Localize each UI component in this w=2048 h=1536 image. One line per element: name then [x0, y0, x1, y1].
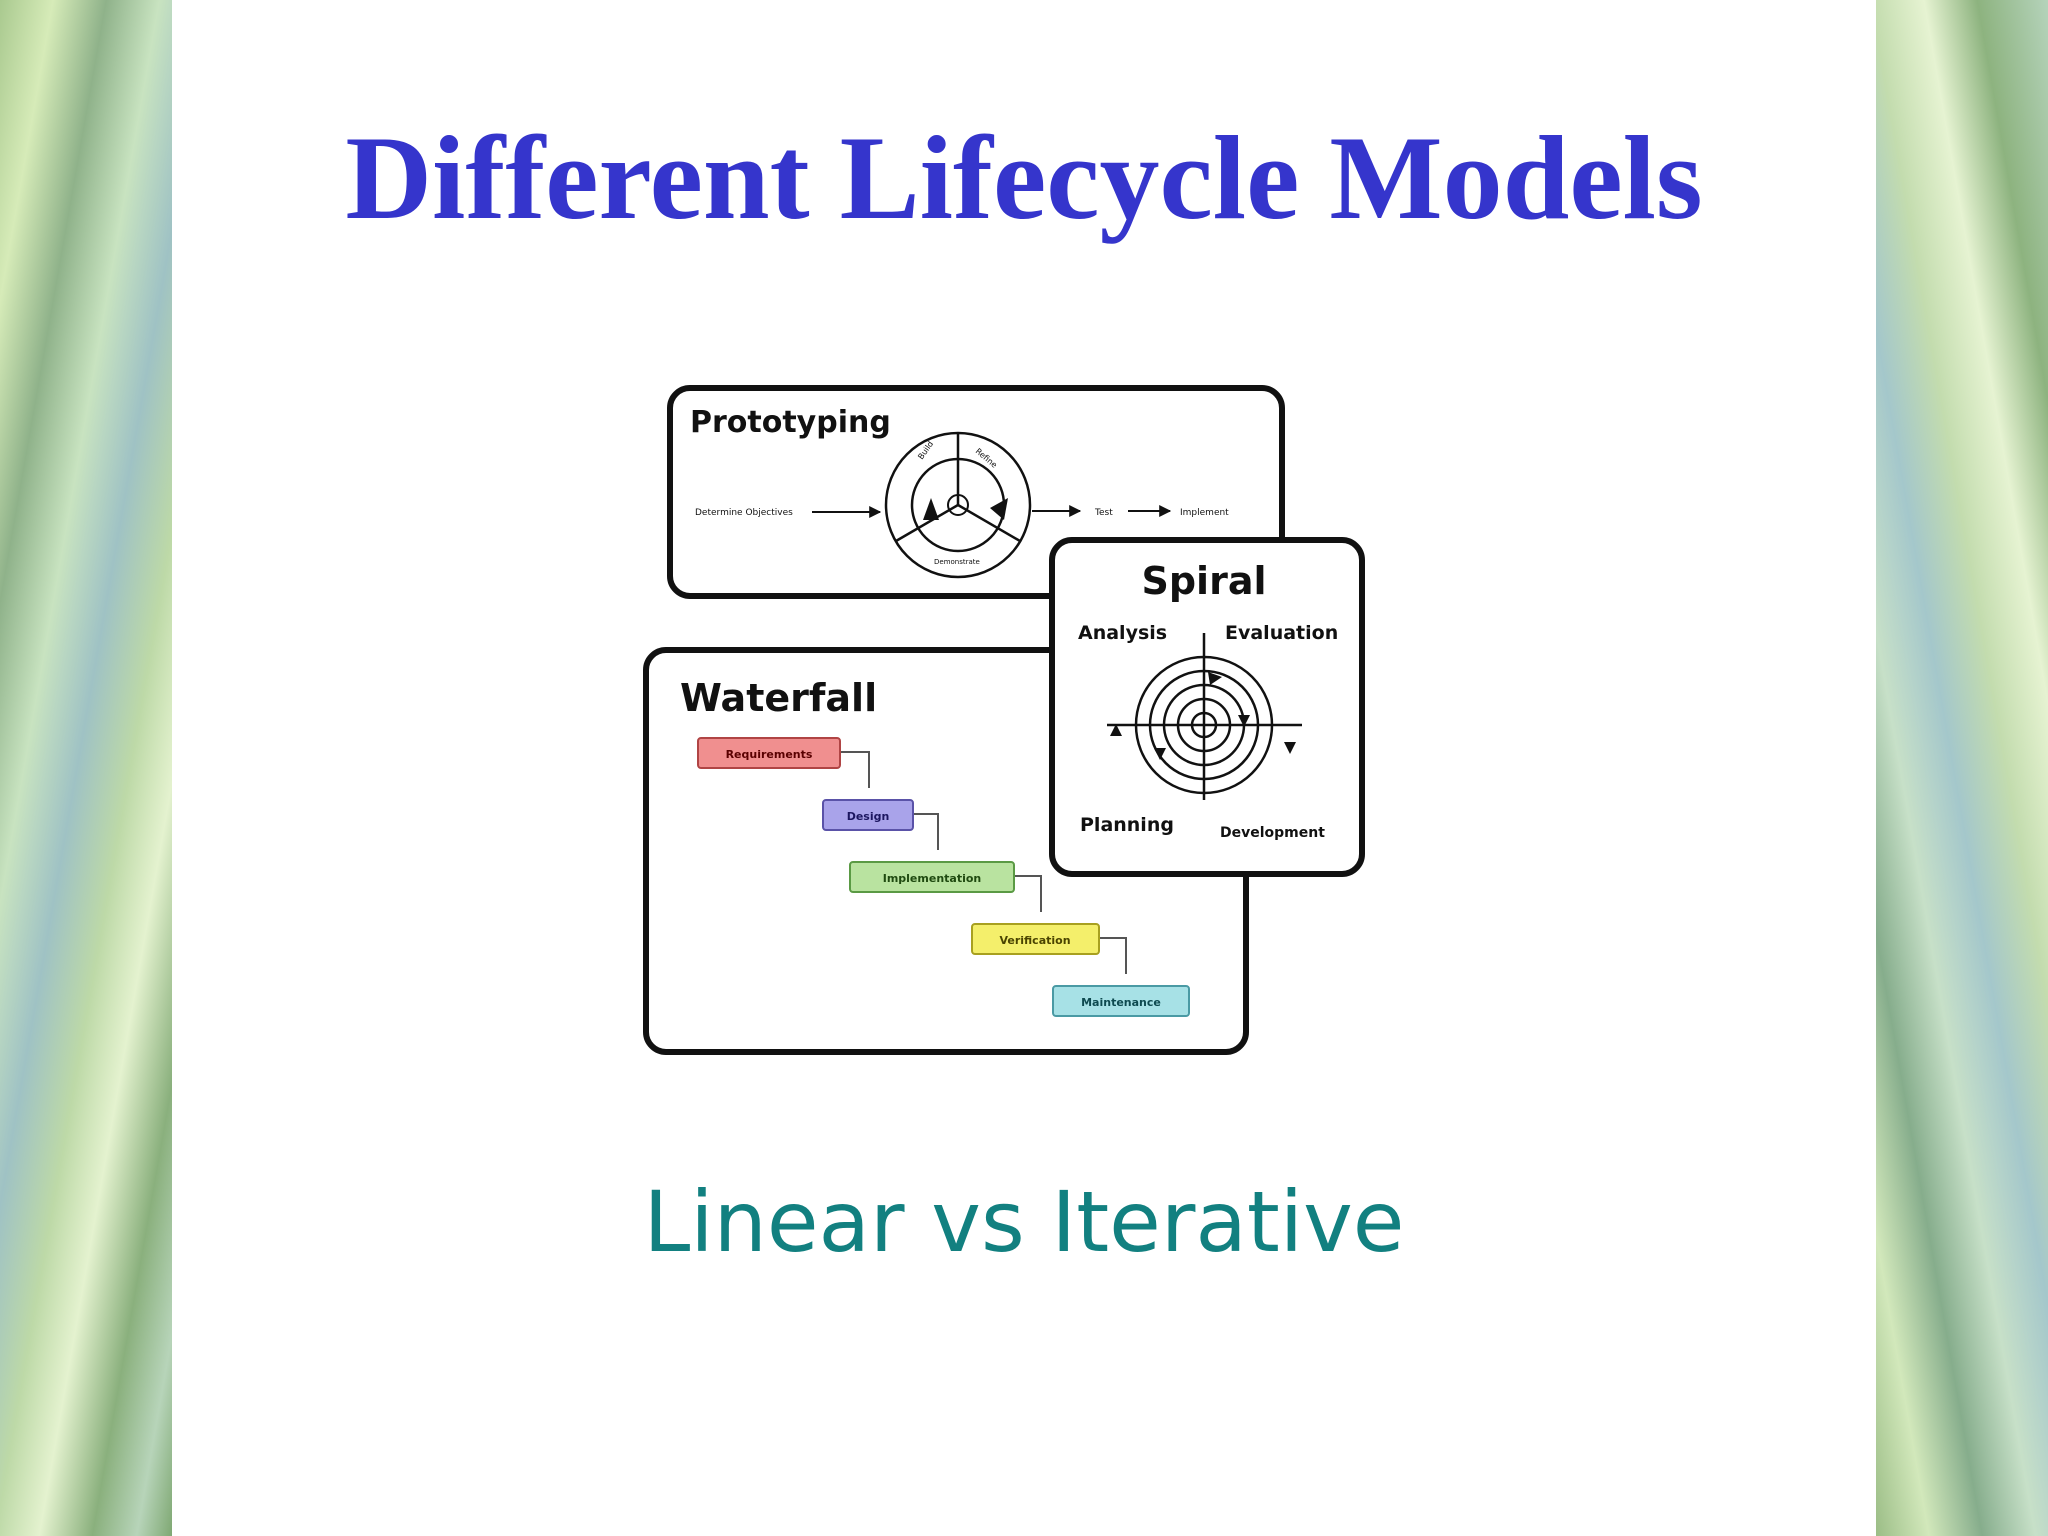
prototyping-divider-right: [957, 503, 1021, 543]
waterfall-step-label: Design: [847, 810, 890, 823]
waterfall-step-box: [971, 923, 1100, 955]
spiral-ring-1: [1190, 711, 1218, 739]
waterfall-step-box: [697, 737, 841, 769]
spiral-panel: Spiral Analysis Evaluation Planning Deve…: [1049, 537, 1365, 877]
decorative-right-border: [1876, 0, 2048, 1536]
slide-title: Different Lifecycle Models: [345, 111, 1703, 244]
prototyping-divider-left: [895, 503, 959, 543]
spiral-arrow-2: [1238, 715, 1250, 727]
waterfall-step-label: Requirements: [726, 748, 813, 761]
spiral-arrow-4: [1154, 748, 1166, 760]
waterfall-step-implementation: Implementation: [849, 861, 1015, 893]
waterfall-connector-2: [913, 813, 939, 850]
waterfall-step-maintenance: Maintenance: [1052, 985, 1190, 1017]
waterfall-step-box: [1052, 985, 1190, 1017]
spiral-ring-4: [1148, 669, 1260, 781]
waterfall-step-box: [849, 861, 1015, 893]
spiral-ring-5: [1134, 655, 1274, 795]
waterfall-connector-3: [1014, 875, 1042, 912]
spiral-ring-2: [1176, 697, 1232, 753]
waterfall-title: Waterfall: [680, 676, 877, 720]
prototyping-cycle-label-demonstrate: Demonstrate: [934, 558, 980, 566]
prototyping-cycle: Build Refine Demonstrate: [884, 431, 1032, 579]
prototyping-title: Prototyping: [690, 405, 891, 440]
waterfall-connector-1: [840, 751, 870, 788]
prototyping-end-label-implement: Implement: [1180, 508, 1229, 518]
prototyping-start-label: Determine Objectives: [695, 508, 793, 518]
slide-subtitle: Linear vs Iterative: [643, 1173, 1405, 1271]
waterfall-connector-4: [1099, 937, 1127, 974]
prototyping-end-label-test: Test: [1094, 508, 1113, 518]
decorative-left-border: [0, 0, 172, 1536]
spiral-quadrant-analysis: Analysis: [1078, 622, 1167, 644]
prototyping-cycle-arrow-1: [923, 498, 939, 520]
waterfall-step-verification: Verification: [971, 923, 1100, 955]
spiral-frame: [1049, 537, 1365, 877]
spiral-quadrant-evaluation: Evaluation: [1225, 622, 1338, 644]
lifecycle-models-diagram: Prototyping Determine Objectives Build R…: [643, 385, 1365, 1055]
waterfall-step-design: Design: [822, 799, 914, 831]
waterfall-step-requirements: Requirements: [697, 737, 841, 769]
waterfall-step-box: [822, 799, 914, 831]
waterfall-step-label: Implementation: [883, 872, 982, 885]
spiral-arrow-5: [1110, 724, 1122, 736]
spiral-title: Spiral: [1141, 559, 1266, 603]
waterfall-step-label: Verification: [999, 934, 1070, 947]
spiral-arrow-3: [1284, 742, 1296, 754]
spiral-arrow-1: [1208, 672, 1222, 685]
prototyping-cycle-arrow-2: [990, 498, 1008, 520]
spiral-quadrant-development: Development: [1220, 825, 1325, 841]
spiral-quadrant-planning: Planning: [1080, 814, 1174, 836]
waterfall-step-label: Maintenance: [1081, 996, 1161, 1009]
